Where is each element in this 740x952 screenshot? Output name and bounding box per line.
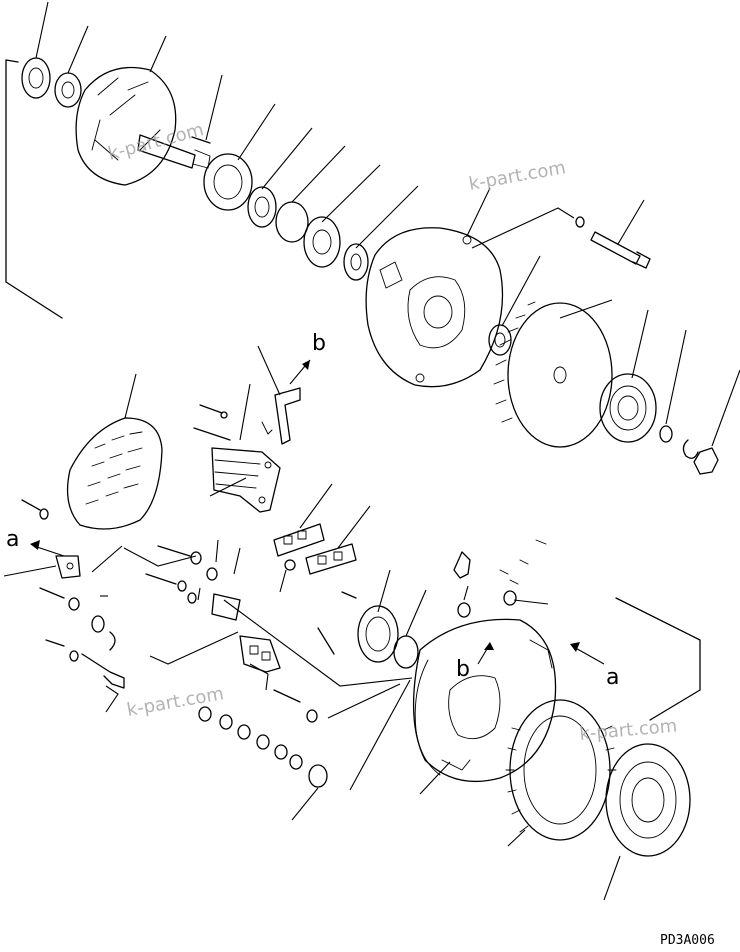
upper-assembly (5, 1, 740, 475)
nut-chain-6 (289, 754, 303, 770)
nut-chain-5 (274, 744, 288, 760)
group-bracket-upper (5, 59, 63, 319)
spacer-part (343, 243, 369, 281)
nut-chain-2 (219, 714, 233, 730)
terminal-strip-2 (305, 543, 357, 575)
washer-part-d (177, 580, 187, 592)
bracket-part (211, 593, 241, 621)
callout-b-lower-arrowhead (484, 642, 494, 650)
pulley-part-lower (605, 743, 691, 857)
screw-part-5 (341, 591, 357, 599)
washer-part-h (457, 602, 471, 618)
rear-cover-part (66, 417, 163, 530)
screw-part (191, 136, 211, 144)
front-housing-part (365, 227, 504, 388)
lead-clip-part (109, 631, 116, 651)
small-washer-part (575, 216, 585, 228)
callout-b-label: b (312, 331, 326, 356)
watermark-top: k-part.com (467, 157, 567, 195)
o-ring-part (275, 201, 309, 243)
watermark-rotor: k-part.com (106, 119, 206, 165)
leader-lines-middle (124, 345, 371, 593)
through-bolt-part (590, 231, 651, 269)
bolt-part-b (157, 545, 191, 557)
callout-a-left-arrowhead (30, 540, 40, 550)
bolt-part-g (273, 689, 301, 703)
rotor-fan-part (75, 66, 211, 186)
nut-chain-4 (256, 734, 270, 750)
leader-lines-upper (35, 1, 740, 447)
lock-washer-part (682, 439, 699, 459)
group-bracket-lower (615, 597, 701, 721)
pulley-nut-part (693, 447, 719, 475)
terminal-nut-b (308, 764, 328, 788)
bolt-part-c (145, 573, 177, 585)
washer-part-a (39, 508, 49, 520)
callout-a-left-arrow (33, 545, 65, 557)
bolt-part-a (21, 499, 41, 511)
rear-housing-part (412, 618, 557, 783)
bolt-part-f (453, 551, 471, 579)
screw-part-4 (317, 627, 335, 655)
terminal-lead-part (81, 653, 125, 689)
spring-washer-part (659, 425, 673, 443)
nut-part (21, 57, 51, 99)
washer-part (54, 72, 82, 108)
nut-part-b (91, 615, 105, 633)
screw-part-3 (193, 427, 231, 441)
washer-part-e (187, 592, 197, 604)
callout-b-arrowhead (302, 360, 310, 370)
bearing-part-3 (488, 324, 512, 356)
callout-a-label-left: a (6, 527, 19, 552)
bearing-part-2 (303, 216, 341, 268)
screw-washer-2 (220, 411, 228, 419)
terminal-nut (284, 559, 296, 571)
bearing-part-1 (247, 186, 277, 228)
o-ring-part-2 (393, 635, 419, 669)
callout-a-label-right: a (606, 665, 619, 690)
washer-part-i (503, 590, 517, 606)
nut-chain-1 (198, 706, 212, 722)
watermark-lower-right: k-part.com (579, 716, 678, 745)
small-hardware (499, 539, 547, 585)
washer-part-c (206, 567, 218, 581)
washer-part-b (190, 551, 202, 565)
clip-part (55, 555, 81, 579)
stator-part (505, 699, 617, 841)
callout-b-label-lower: b (456, 657, 470, 682)
bolt-part-e (45, 639, 65, 647)
connector-part (239, 635, 281, 673)
seal-ring-part (357, 605, 399, 663)
nut-chain-3 (237, 724, 251, 740)
washer-part-j (306, 709, 318, 723)
terminal-bracket-part (261, 387, 301, 445)
middle-assembly (66, 345, 371, 593)
lower-assembly (3, 499, 701, 901)
screw-part-2 (199, 404, 223, 414)
callout-a-right-arrow (571, 645, 605, 665)
terminal-strip-1 (273, 523, 325, 557)
washer-part-f (68, 597, 80, 611)
pulley-part-upper (599, 373, 657, 443)
bolt-part-d (39, 587, 65, 599)
leader-lines-lower (3, 539, 621, 901)
washer-part-g (69, 650, 79, 662)
regulator-part (211, 447, 281, 513)
callout-a-right-arrowhead (570, 642, 580, 652)
bearing-cover-part (203, 153, 253, 211)
drawing-code: PD3A006 (660, 933, 715, 948)
cooling-fan-part (493, 301, 613, 448)
